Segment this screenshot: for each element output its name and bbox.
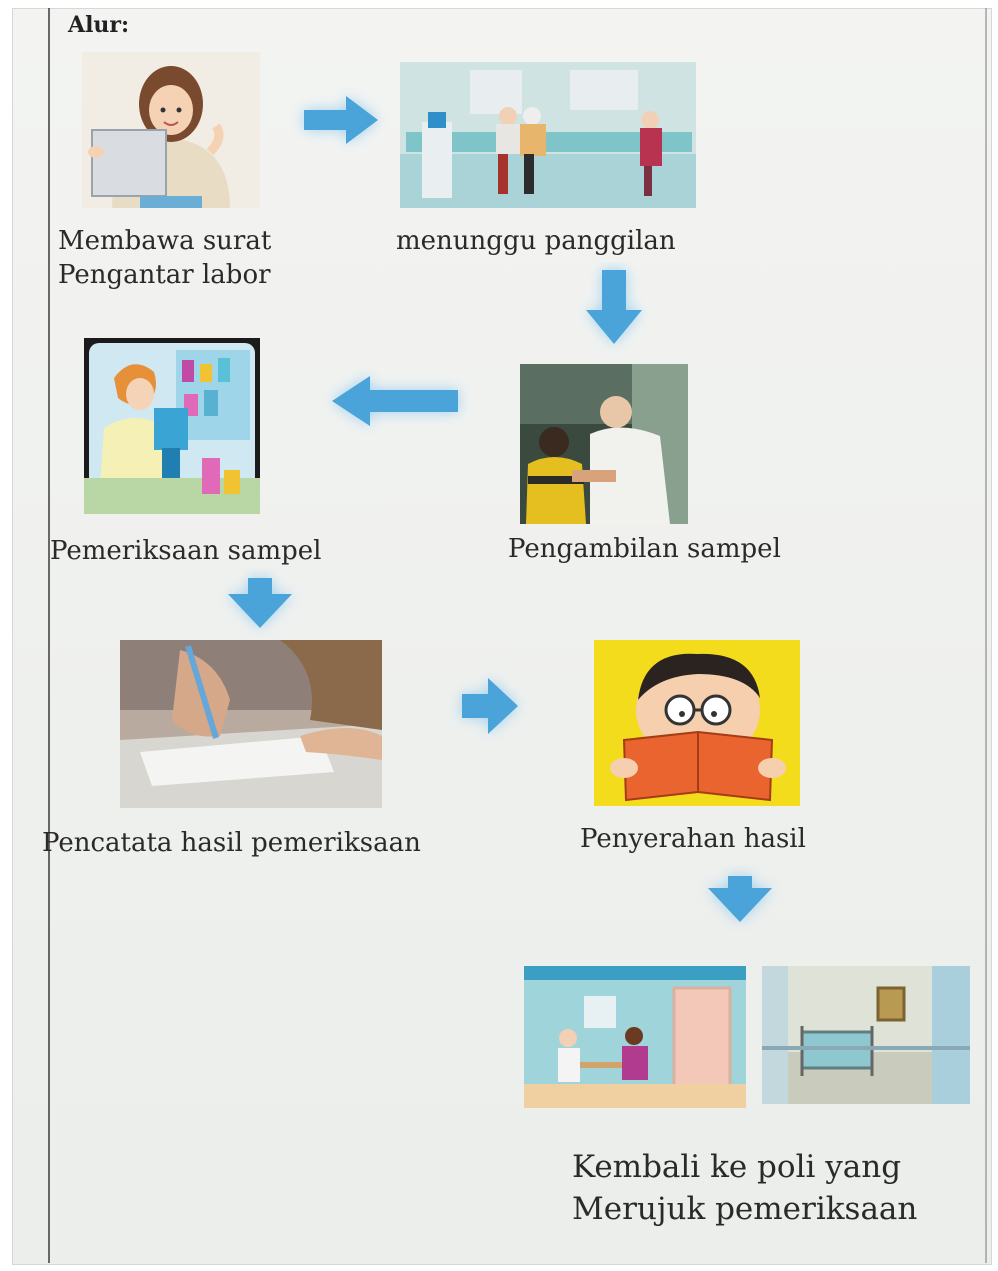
step7-doctor-consultation-illustration	[524, 966, 746, 1108]
diagram-heading: Alur:	[68, 12, 130, 38]
step2-caption: menunggu panggilan	[396, 224, 676, 258]
step1-caption-line2: Pengantar labor	[58, 260, 271, 290]
step7-caption-line1: Kembali ke poli yang	[572, 1149, 902, 1185]
step7-caption: Kembali ke poli yang Merujuk pemeriksaan	[572, 1146, 917, 1230]
step7-caption-line2: Merujuk pemeriksaan	[572, 1191, 918, 1227]
right-margin-line	[985, 8, 987, 1263]
step5-caption: Pencatata hasil pemeriksaan	[42, 826, 421, 860]
step1-caption-line1: Membawa surat	[58, 226, 272, 256]
step7-hospital-ward-photo	[762, 966, 970, 1104]
step6-caption: Penyerahan hasil	[580, 822, 806, 856]
step1-caption: Membawa surat Pengantar labor	[58, 224, 271, 292]
step4-caption: Pemeriksaan sampel	[50, 534, 321, 568]
step5-writing-results-photo	[120, 640, 382, 808]
arrow-down-2-icon	[208, 568, 312, 638]
step2-waiting-room-illustration	[400, 62, 696, 208]
arrow-left-icon	[318, 368, 468, 434]
step2-caption-line1: menunggu panggilan	[396, 226, 676, 256]
step6-boy-reading-illustration	[594, 640, 800, 806]
arrow-down-3-icon	[690, 866, 790, 932]
step1-woman-with-letter-illustration	[82, 52, 260, 208]
arrow-down-1-icon	[572, 262, 656, 354]
step4-caption-line1: Pemeriksaan sampel	[50, 536, 322, 566]
step5-caption-line1: Pencatata hasil pemeriksaan	[42, 828, 421, 858]
step6-caption-line1: Penyerahan hasil	[580, 824, 806, 854]
arrow-right-1-icon	[290, 84, 390, 156]
left-margin-line	[48, 8, 50, 1263]
arrow-right-2-icon	[444, 664, 534, 748]
step4-lab-examination-illustration	[84, 338, 260, 514]
step3-caption: Pengambilan sampel	[508, 532, 781, 566]
step3-caption-line1: Pengambilan sampel	[508, 534, 781, 564]
step3-sample-collection-photo	[520, 364, 688, 524]
